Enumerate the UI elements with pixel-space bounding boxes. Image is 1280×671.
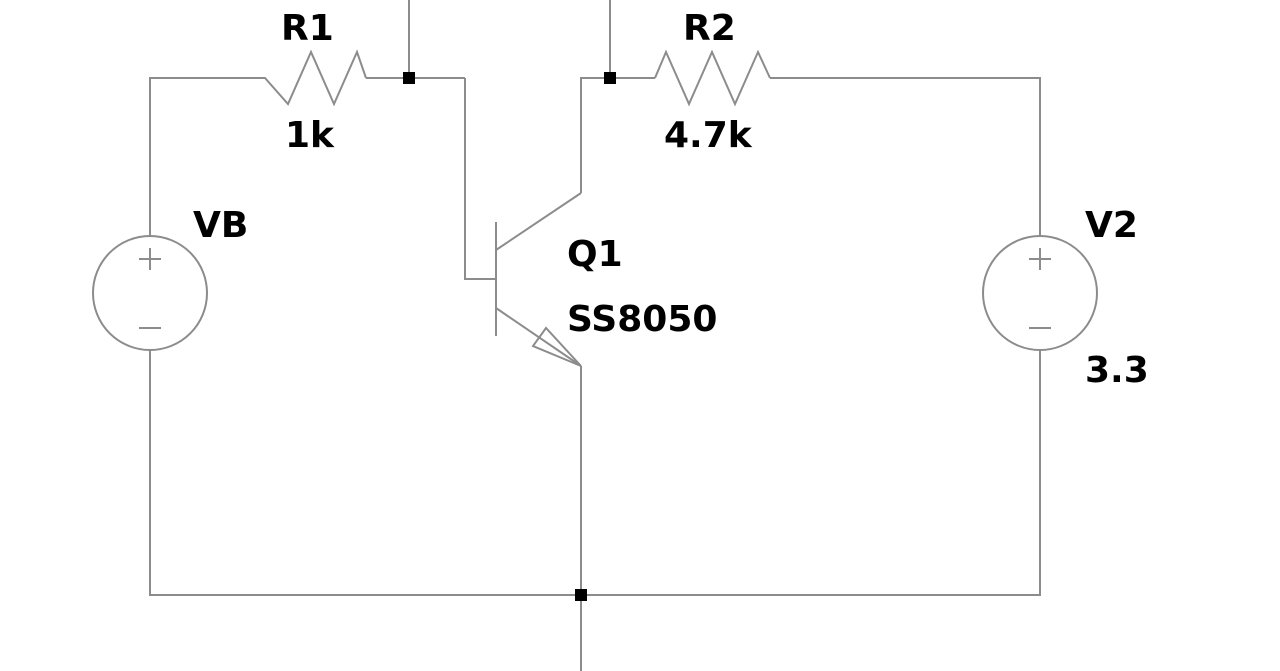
wire-r2-v2: [770, 77, 1041, 236]
v2-value-label: 3.3: [1085, 350, 1149, 391]
wires: [149, 0, 1041, 671]
wire-bottom-rail: [149, 350, 1041, 596]
q1-name-label: Q1: [567, 234, 623, 275]
resistor-r2-zigzag: [654, 49, 771, 107]
voltage-source-vb: [92, 235, 208, 351]
r1-value-label: 1k: [285, 115, 335, 156]
wire-vb-top: [149, 77, 250, 236]
q1-model-label: SS8050: [567, 299, 717, 340]
transistor-q1-emitter-arrow: [531, 326, 582, 367]
r1-name-label: R1: [281, 8, 334, 49]
transistor-q1-collector-leg: [495, 192, 582, 251]
r2-name-label: R2: [683, 8, 736, 49]
v2-name-label: V2: [1085, 205, 1138, 246]
transistor-q1: [495, 192, 582, 367]
voltage-source-vb-body: [92, 235, 208, 351]
junction-node-ground: [575, 589, 587, 601]
junction-node-base: [403, 72, 415, 84]
resistor-r1-zigzag: [250, 49, 367, 107]
voltage-source-v2: [982, 235, 1098, 351]
labels: R1 1k R2 4.7k VB V2 3.3 Q1 SS8050: [193, 8, 1149, 391]
resistor-r1: [250, 49, 367, 107]
junction-node-collector: [604, 72, 616, 84]
wire-base: [464, 78, 496, 280]
vb-name-label: VB: [193, 205, 248, 246]
wire-collector: [580, 77, 655, 193]
r2-value-label: 4.7k: [664, 115, 753, 156]
resistor-r2: [654, 49, 771, 107]
junction-nodes: [403, 72, 616, 601]
voltage-source-v2-body: [982, 235, 1098, 351]
